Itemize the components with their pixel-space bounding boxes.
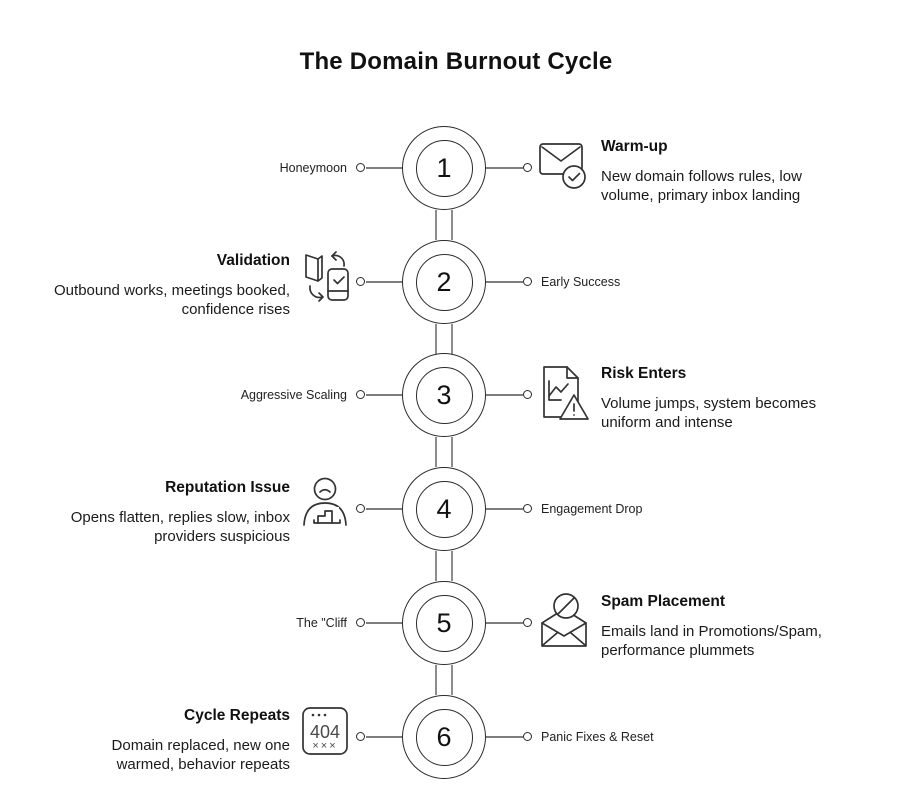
step-description: Volume jumps, system becomes uniform and… <box>601 395 817 431</box>
connector-line-left <box>366 394 402 396</box>
step-circle-inner: 5 <box>415 594 473 652</box>
step-heading: Validation <box>216 252 290 269</box>
sad-user-chart-icon <box>299 476 355 534</box>
side-label-honeymoon: Honeymoon <box>279 161 347 175</box>
connector-line-right <box>486 508 523 510</box>
step-circle-4: 4 <box>402 467 486 551</box>
step-circle-inner: 1 <box>415 139 473 197</box>
connector-dot-right <box>523 732 532 741</box>
connector-line-right <box>486 394 523 396</box>
spine-rail <box>435 324 453 354</box>
spine-rail <box>435 210 453 240</box>
connector-dot-right <box>523 163 532 172</box>
connector-line-right <box>486 622 523 624</box>
connector-dot-left <box>356 277 365 286</box>
mail-blocked-icon <box>537 592 593 650</box>
step-circle-3: 3 <box>402 353 486 437</box>
connector-line-right <box>486 736 523 738</box>
step-content-1: Warm-up New domain follows rules, low vo… <box>601 137 901 205</box>
connector-line-right <box>486 167 523 169</box>
connector-line-right <box>486 281 523 283</box>
step-number: 5 <box>436 607 452 638</box>
mail-check-icon <box>537 137 593 195</box>
step-circle-inner: 4 <box>415 480 473 538</box>
step-description: Opens flatten, replies slow, inbox provi… <box>70 509 290 545</box>
step-content-5: Spam Placement Emails land in Promotions… <box>601 592 901 660</box>
step-content-2: Validation Outbound works, meetings book… <box>10 251 290 319</box>
connector-dot-left <box>356 504 365 513</box>
connector-dot-left <box>356 390 365 399</box>
step-circle-6: 6 <box>402 695 486 779</box>
step-circle-inner: 2 <box>415 253 473 311</box>
step-circle-inner: 3 <box>415 366 473 424</box>
connector-line-left <box>366 281 402 283</box>
step-heading: Spam Placement <box>601 593 726 610</box>
step-heading: Risk Enters <box>601 365 687 382</box>
step-number: 6 <box>436 721 452 752</box>
spine-rail <box>435 437 453 467</box>
connector-dot-left <box>356 618 365 627</box>
connector-dot-right <box>523 618 532 627</box>
step-description: New domain follows rules, low volume, pr… <box>601 168 802 204</box>
step-number: 3 <box>436 379 452 410</box>
side-label-early-success: Early Success <box>541 275 621 289</box>
step-circle-1: 1 <box>402 126 486 210</box>
step-content-3: Risk Enters Volume jumps, system becomes… <box>601 364 901 432</box>
step-number: 1 <box>436 152 452 183</box>
connector-dot-right <box>523 390 532 399</box>
browser-404-icon: 404 ××× <box>299 704 355 762</box>
report-warning-icon <box>537 364 593 422</box>
side-label-engagement-drop: Engagement Drop <box>541 502 643 516</box>
connector-dot-left <box>356 163 365 172</box>
step-description: Outbound works, meetings booked, confide… <box>54 282 290 318</box>
connector-dot-right <box>523 504 532 513</box>
icon-xxx-text: ××× <box>312 740 337 752</box>
side-label-panic-fixes: Panic Fixes & Reset <box>541 730 654 744</box>
step-content-4: Reputation Issue Opens flatten, replies … <box>10 478 290 546</box>
connector-dot-left <box>356 732 365 741</box>
step-circle-5: 5 <box>402 581 486 665</box>
step-number: 2 <box>436 266 452 297</box>
page-title: The Domain Burnout Cycle <box>299 48 613 75</box>
step-heading: Warm-up <box>601 138 668 155</box>
step-circle-inner: 6 <box>415 708 473 766</box>
spine-rail <box>435 665 453 695</box>
connector-line-left <box>366 736 402 738</box>
side-label-the-cliff: The "Cliff <box>296 616 347 630</box>
step-content-6: Cycle Repeats Domain replaced, new one w… <box>10 706 290 774</box>
icon-404-text: 404 <box>310 722 340 742</box>
connector-dot-right <box>523 277 532 286</box>
step-description: Emails land in Promotions/Spam, performa… <box>601 623 822 659</box>
spine-rail <box>435 551 453 581</box>
step-description: Domain replaced, new one warmed, behavio… <box>111 737 290 773</box>
connector-line-left <box>366 622 402 624</box>
step-circle-2: 2 <box>402 240 486 324</box>
step-heading: Cycle Repeats <box>184 707 290 724</box>
step-number: 4 <box>436 493 452 524</box>
step-heading: Reputation Issue <box>165 479 290 496</box>
device-swap-icon <box>299 249 355 307</box>
connector-line-left <box>366 508 402 510</box>
connector-line-left <box>366 167 402 169</box>
side-label-aggressive-scaling: Aggressive Scaling <box>240 388 347 402</box>
